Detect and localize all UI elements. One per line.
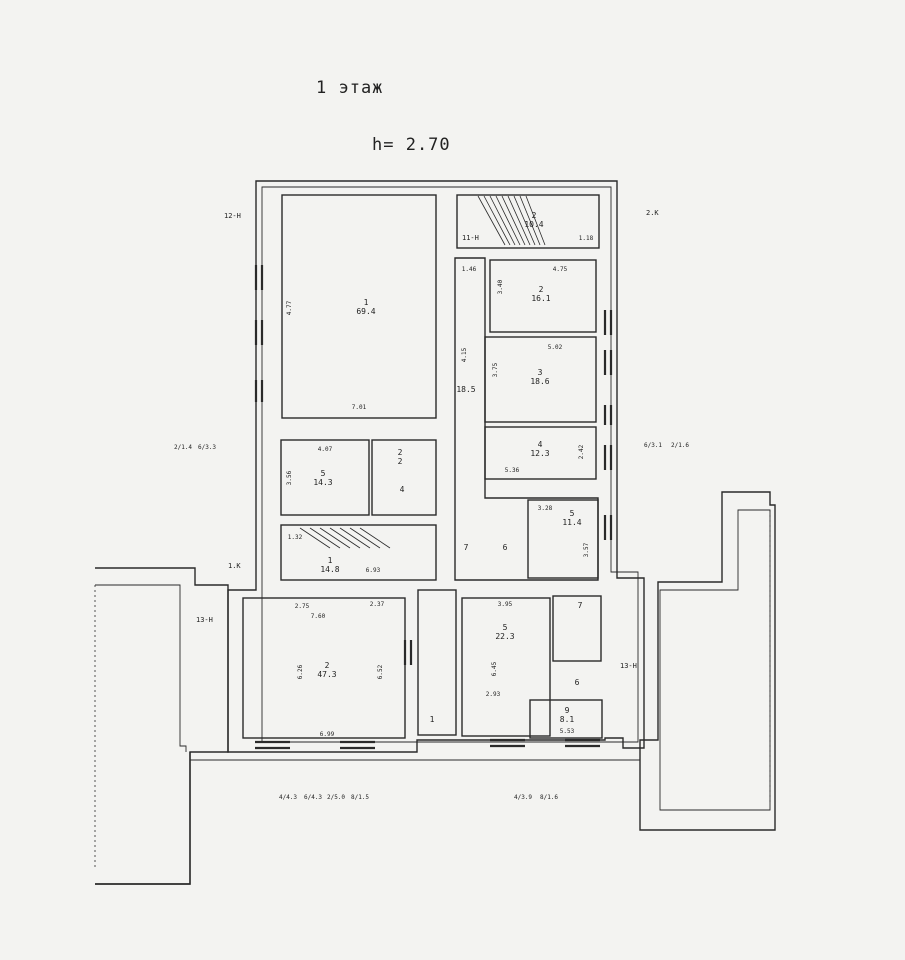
window-mark-4: 2/1.6 xyxy=(671,442,689,449)
room-number-1-lower: 1 xyxy=(328,556,333,565)
room-number-5-left: 5 xyxy=(321,469,326,478)
room-number-2-lower: 2 xyxy=(325,661,330,670)
room-number-2: 2 xyxy=(539,285,544,294)
windows xyxy=(254,265,613,750)
window-mark-1: 2/1.4 xyxy=(174,444,192,451)
wc-number: 2 xyxy=(398,448,403,457)
room-area-5-left: 14.3 xyxy=(313,478,332,487)
bottom-annex-wall xyxy=(190,740,641,761)
dim-3-75: 3.75 xyxy=(492,362,499,377)
room-outline-9 xyxy=(529,699,603,739)
room-area-1-lower: 14.8 xyxy=(320,565,339,574)
wc-outline xyxy=(371,439,437,516)
dim-1-18: 1.18 xyxy=(579,235,594,242)
dim-2-37: 2.37 xyxy=(370,601,385,608)
stair-room-outline xyxy=(456,194,600,249)
dim-1-32: 1.32 xyxy=(288,534,303,541)
dim-5-02: 5.02 xyxy=(548,344,563,351)
dim-4-75: 4.75 xyxy=(553,266,568,273)
window-mark-10: 8/1.6 xyxy=(540,794,558,801)
room-area-4: 12.3 xyxy=(530,449,549,458)
inner-outer-wall xyxy=(261,186,639,743)
mark-13-n-left: 13-Н xyxy=(196,616,213,624)
window-mark-5: 4/4.3 xyxy=(279,794,297,801)
room-outline-5-left xyxy=(280,439,370,516)
dim-3-56: 3.56 xyxy=(286,470,293,485)
dim-3-40: 3.40 xyxy=(497,279,504,294)
window-mark-7: 2/5.0 xyxy=(327,794,345,801)
room-outline-2-lower xyxy=(242,597,406,739)
room-number-5-lower: 5 xyxy=(503,623,508,632)
room-outline-5-lower xyxy=(461,597,551,737)
window-mark-2: 6/3.3 xyxy=(198,444,216,451)
wc-area: 2 xyxy=(398,457,403,466)
room-number-9: 9 xyxy=(565,706,570,715)
room-area-2: 16.1 xyxy=(531,294,550,303)
dim-4-15: 4.15 xyxy=(461,347,468,362)
stair-hatching xyxy=(299,195,546,549)
mark-12-n: 12-Н xyxy=(224,212,241,220)
window-mark-6: 6/4.3 xyxy=(304,794,322,801)
room-label-7: 7 xyxy=(464,543,469,552)
dim-6-45: 6.45 xyxy=(491,661,498,676)
room-number-4: 4 xyxy=(538,440,543,449)
room-number-5-right: 5 xyxy=(570,509,575,518)
room-outline-5-right xyxy=(527,499,599,579)
floor-label: 1 этаж xyxy=(316,78,384,98)
dim-2-42: 2.42 xyxy=(578,444,585,459)
mark-1-k: 1.К xyxy=(228,562,241,570)
room-outline-7-lower xyxy=(552,595,602,662)
room-area-2-lower: 47.3 xyxy=(317,670,336,679)
room-label-6: 6 xyxy=(503,543,508,552)
dim-6-52: 6.52 xyxy=(377,664,384,679)
dim-5-36: 5.36 xyxy=(505,467,520,474)
room-label-7b: 7 xyxy=(578,601,583,610)
room-area-9: 8.1 xyxy=(560,715,575,724)
room-outline-service xyxy=(417,589,457,736)
room-outline-1-lower xyxy=(280,524,437,581)
mark-11-n: 11-Н xyxy=(462,234,479,242)
room-number-3: 3 xyxy=(538,368,543,377)
right-annex-wall xyxy=(639,491,776,831)
dim-6-99: 6.99 xyxy=(320,731,335,738)
dim-6-26: 6.26 xyxy=(297,664,304,679)
room-label-4: 4 xyxy=(400,485,405,494)
bottom-annex-outer xyxy=(95,752,191,885)
left-annex-inner xyxy=(95,584,187,752)
dim-3-57: 3.57 xyxy=(583,542,590,557)
dim-3-28: 3.28 xyxy=(538,505,553,512)
room-number-2-stair: 2 xyxy=(532,211,537,220)
corridor-area: 18.5 xyxy=(456,385,475,394)
mark-13-n-right: 13-Н xyxy=(620,662,637,670)
dim-6-93: 6.93 xyxy=(366,567,381,574)
dim-2-93: 2.93 xyxy=(486,691,501,698)
dim-2-75: 2.75 xyxy=(295,603,310,610)
dim-4-77: 4.77 xyxy=(286,300,293,315)
dim-5-53: 5.53 xyxy=(560,728,575,735)
dim-7-01: 7.01 xyxy=(352,404,367,411)
mark-2-k: 2.К xyxy=(646,209,659,217)
ceiling-height-label: h= 2.70 xyxy=(372,135,451,155)
room-outline-1 xyxy=(281,194,437,419)
room-area-5-lower: 22.3 xyxy=(495,632,514,641)
window-mark-8: 8/1.5 xyxy=(351,794,369,801)
room-area-3: 18.6 xyxy=(530,377,549,386)
window-mark-3: 6/3.1 xyxy=(644,442,662,449)
room-area-5-right: 11.4 xyxy=(562,518,581,527)
room-outline-2 xyxy=(489,259,597,333)
room-area-2-stair: 10.4 xyxy=(524,220,543,229)
room-number-1: 1 xyxy=(364,298,369,307)
dim-1-46: 1.46 xyxy=(462,266,477,273)
right-annex-inner xyxy=(659,509,771,811)
room-label-6b: 6 xyxy=(575,678,580,687)
dim-7-60: 7.60 xyxy=(311,613,326,620)
room-label-1: 1 xyxy=(430,715,435,724)
dim-4-07: 4.07 xyxy=(318,446,333,453)
window-mark-9: 4/3.9 xyxy=(514,794,532,801)
room-area-1: 69.4 xyxy=(356,307,375,316)
dim-3-95: 3.95 xyxy=(498,601,513,608)
corridor-outline xyxy=(454,257,599,581)
